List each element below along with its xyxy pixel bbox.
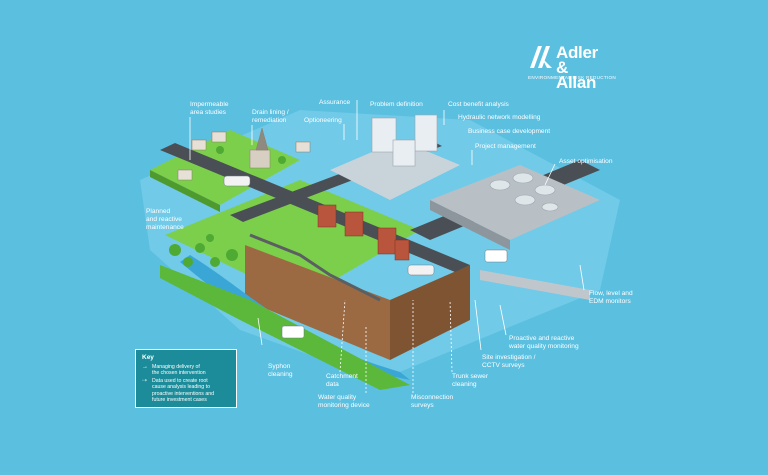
tanker-truck bbox=[223, 175, 251, 187]
van bbox=[281, 325, 305, 339]
houses bbox=[177, 131, 311, 181]
brand-tagline: ENVIRONMENTAL RISK REDUCTION bbox=[528, 75, 617, 80]
office-cluster bbox=[330, 114, 460, 200]
label-trunk-sewer-cleaning: Trunk sewer cleaning bbox=[452, 373, 489, 388]
label-assurance: Assurance bbox=[319, 99, 351, 106]
label-syphon-cleaning: Syphon cleaning bbox=[268, 363, 293, 378]
label-misconnection-surveys: Misconnection surveys bbox=[411, 394, 454, 409]
label-drain-lining: Drain lining / remediation bbox=[252, 109, 289, 124]
label-problem-definition: Problem definition bbox=[370, 101, 423, 108]
trees bbox=[169, 146, 286, 267]
label-impermeable-area-studies: Impermeable area studies bbox=[190, 101, 229, 116]
label-project-management: Project management bbox=[475, 143, 536, 150]
key-item: → Managing delivery of the chosen interv… bbox=[142, 364, 232, 377]
label-business-case-development: Business case development bbox=[468, 128, 551, 135]
solid-arrow-icon: → bbox=[142, 364, 148, 370]
river bbox=[180, 255, 410, 380]
label-cost-benefit-analysis: Cost benefit analysis bbox=[448, 101, 509, 108]
terraced-houses bbox=[317, 204, 410, 261]
tanker-truck-2 bbox=[407, 264, 435, 276]
dashed-leader-lines bbox=[339, 299, 453, 393]
label-planned-reactive-maintenance: Planned and reactive maintenance bbox=[146, 208, 184, 231]
church bbox=[249, 127, 271, 169]
van-2 bbox=[484, 249, 508, 263]
label-proactive-water-quality: Proactive and reactive water quality mon… bbox=[509, 335, 579, 350]
label-optioneering: Optioneering bbox=[304, 117, 342, 124]
field-grass bbox=[165, 180, 420, 300]
key-panel: Key → Managing delivery of the chosen in… bbox=[135, 349, 237, 408]
brand-name: Adler & Allan bbox=[556, 43, 598, 92]
aa-monogram-icon bbox=[530, 46, 552, 68]
leader-lines bbox=[189, 100, 585, 351]
key-title: Key bbox=[142, 354, 154, 361]
soil-cutaway bbox=[245, 245, 390, 360]
treatment-tanks bbox=[489, 172, 559, 212]
label-site-investigation: Site investigation / CCTV surveys bbox=[482, 354, 536, 369]
key-item: ⇢ Data used to create root cause analysi… bbox=[142, 378, 232, 404]
dashed-arrow-icon: ⇢ bbox=[142, 378, 148, 384]
key-item-text: Data used to create root cause analysis … bbox=[152, 378, 214, 404]
sewer-pipe bbox=[249, 233, 381, 302]
label-asset-optimisation: Asset optimisation bbox=[559, 158, 613, 165]
label-water-quality-device: Water quality monitoring device bbox=[318, 394, 370, 409]
label-hydraulic-network-modelling: Hydraulic network modelling bbox=[458, 114, 541, 121]
bridge bbox=[480, 270, 590, 300]
key-item-text: Managing delivery of the chosen interven… bbox=[152, 364, 206, 377]
label-catchment-data: Catchment data bbox=[326, 373, 358, 388]
label-flow-level-edm-monitors: Flow, level and EDM monitors bbox=[589, 290, 633, 305]
